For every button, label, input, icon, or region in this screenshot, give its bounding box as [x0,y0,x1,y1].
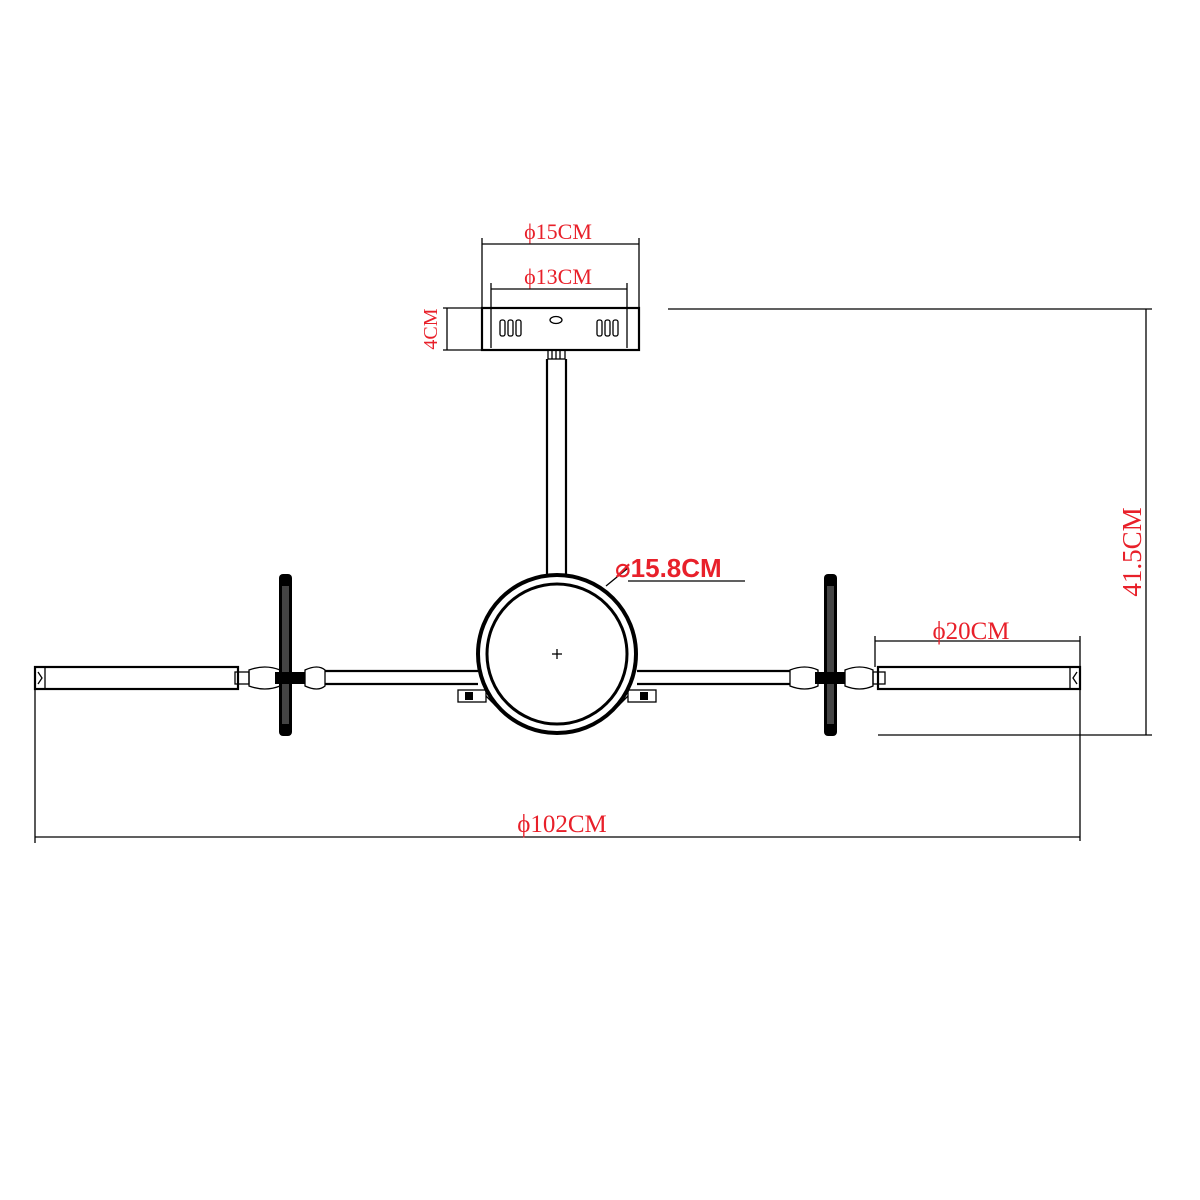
canopy-vent-right [596,319,619,337]
dimension-lines [34,238,1152,843]
horizontal-bar [325,669,790,686]
label-total-span: ϕ102CM [517,811,607,838]
label-total-height: 41.5CM [1117,507,1147,596]
center-ring [457,573,657,735]
label-tube-dia: ϕ20CM [932,618,1009,645]
ring-bracket-left [457,689,497,707]
label-canopy-outer-dia: ϕ15CM [524,219,592,244]
label-canopy-inner-dia: ϕ13CM [524,264,592,289]
ring-bracket-right [617,689,657,707]
ceiling-canopy [480,306,641,360]
canopy-vent-left [499,319,522,337]
right-arm [789,574,1082,736]
label-center-ring-dia: ⌀15.8CM [615,553,722,583]
label-canopy-height: 4CM [420,308,442,349]
left-arm [33,574,326,736]
canopy-screw [549,315,563,325]
suspension-rod [545,359,568,574]
